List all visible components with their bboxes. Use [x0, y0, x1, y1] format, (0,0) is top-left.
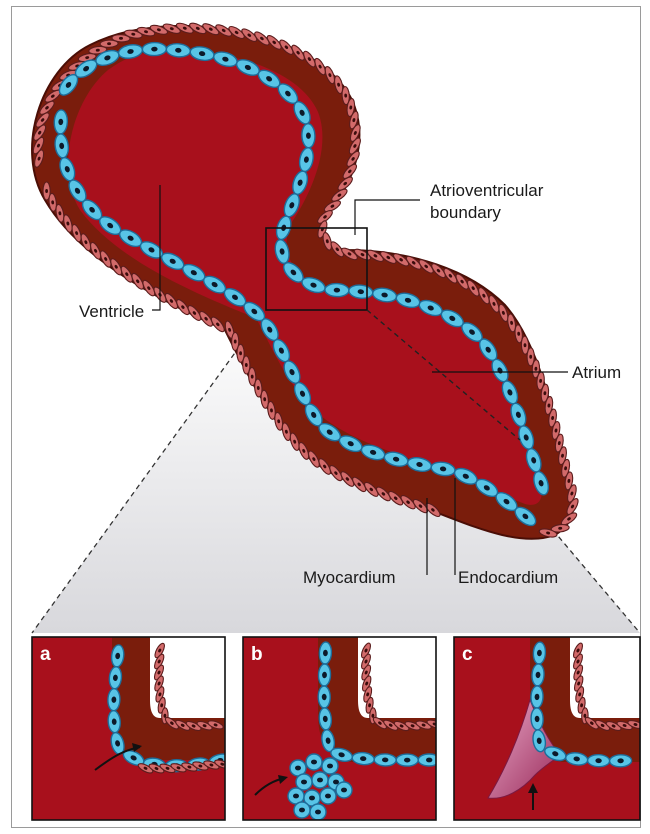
migrating-cell — [322, 758, 338, 774]
migrating-cell — [296, 774, 312, 790]
migrating-cell — [294, 802, 310, 818]
av-boundary-leader — [355, 200, 420, 235]
endocardial-cell — [142, 42, 166, 55]
label-endocardium: Endocardium — [458, 568, 558, 587]
panel-a: a — [32, 637, 232, 820]
migrating-cell — [336, 782, 352, 798]
panel-b: b — [243, 637, 443, 820]
endocardial-cell — [587, 754, 609, 767]
endocardial-cell — [325, 283, 349, 297]
migrating-cell — [312, 772, 328, 788]
migrating-cell — [306, 754, 322, 770]
endocardial-cell — [396, 754, 418, 766]
endocardial-cell — [418, 754, 440, 766]
endocardial-cell — [531, 708, 544, 731]
endocardial-cell — [318, 664, 331, 686]
migrating-cell — [310, 804, 326, 820]
endocardial-cell — [108, 689, 121, 711]
panel-c: c — [454, 637, 644, 820]
label-boundary: boundary — [430, 203, 501, 222]
label-ventricle: Ventricle — [79, 302, 144, 321]
label-atrium: Atrium — [572, 363, 621, 382]
migrating-cell — [320, 788, 336, 804]
endocardial-cell — [319, 642, 332, 665]
endocardial-cell — [301, 123, 315, 147]
endocardial-cell — [374, 754, 396, 767]
endocardial-cell — [609, 755, 631, 768]
panel-b-letter: b — [251, 644, 263, 665]
endocardial-cell — [54, 110, 68, 135]
endocardial-cell — [318, 686, 330, 708]
label-myocardium: Myocardium — [303, 568, 396, 587]
endocardial-cell — [531, 686, 544, 708]
panel-c-letter: c — [462, 644, 473, 665]
label-atrioventricular: Atrioventricular — [430, 181, 544, 200]
panel-a-letter: a — [40, 644, 51, 665]
